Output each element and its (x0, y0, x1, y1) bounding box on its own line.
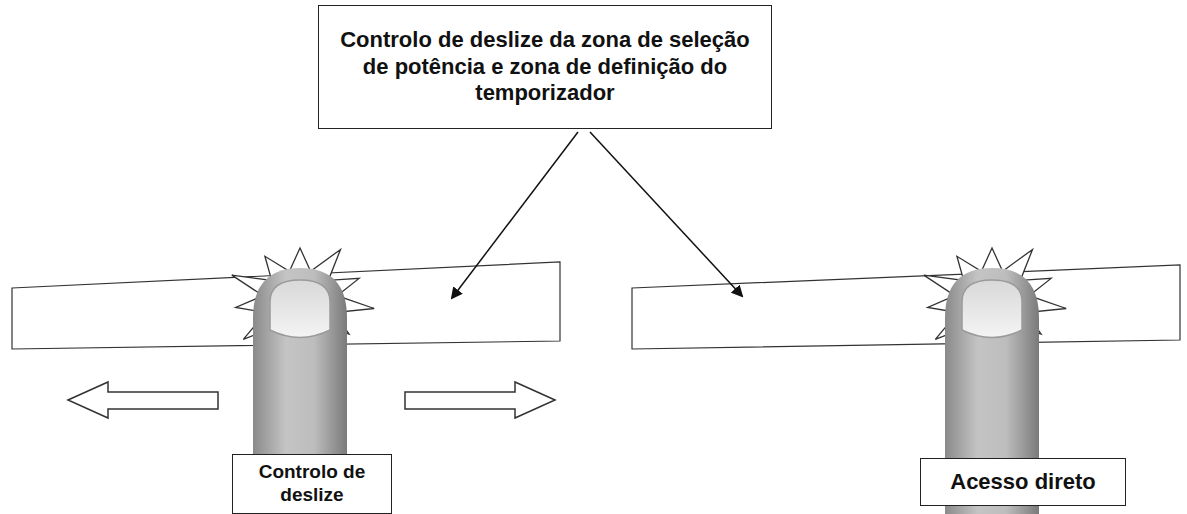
label-text: Controlo de deslize da zona de seleção d… (331, 27, 759, 106)
label-box: Acesso direto (920, 458, 1126, 506)
callout-box: Controlo de deslize da zona de seleção d… (318, 5, 772, 129)
control-panel (632, 265, 1180, 349)
slide-arrow (405, 382, 555, 418)
touch-burst (232, 248, 1066, 358)
leader-line (452, 132, 578, 298)
label-box: Controlo de deslize (232, 454, 392, 514)
leader-line (590, 132, 742, 296)
label-text: Controlo de deslize (239, 461, 385, 507)
slide-arrow (68, 382, 218, 418)
label-text: Acesso direto (950, 469, 1096, 495)
